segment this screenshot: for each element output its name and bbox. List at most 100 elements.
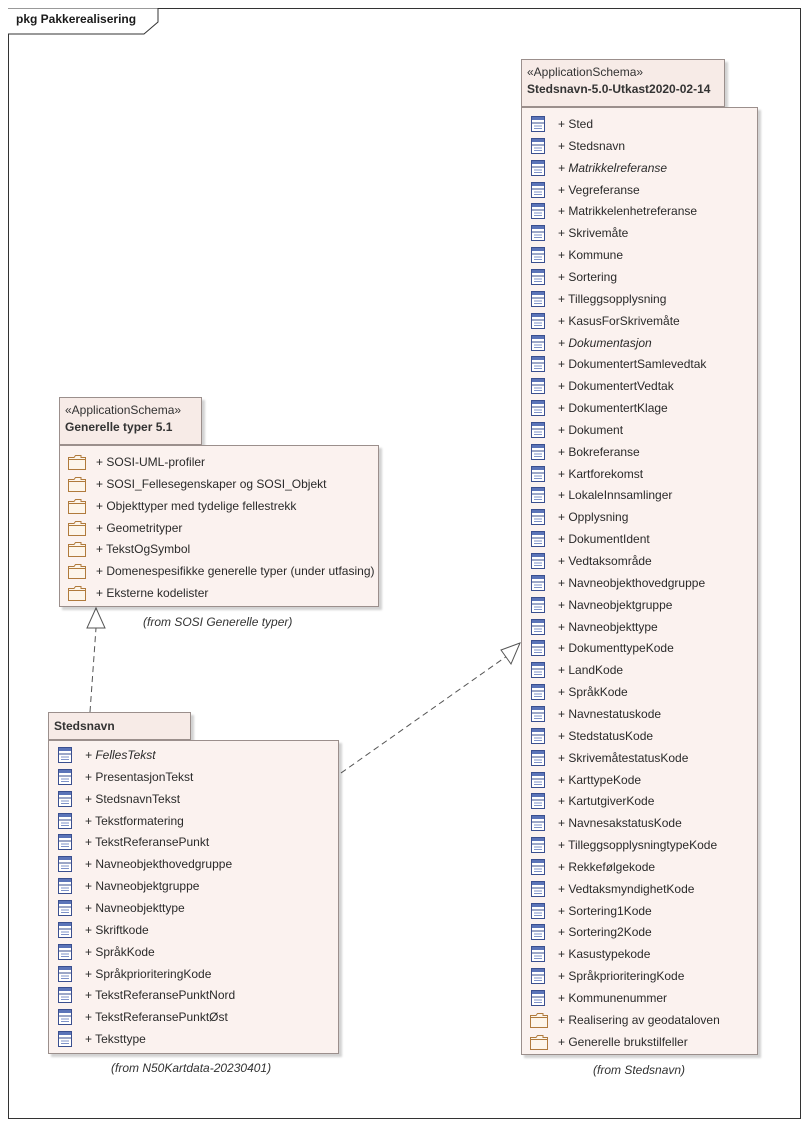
class-icon <box>57 856 73 873</box>
class-icon <box>57 899 73 916</box>
class-icon <box>530 924 546 941</box>
class-icon <box>530 968 546 985</box>
package-name: Stedsnavn <box>54 719 115 733</box>
item-label: + Sortering2Kode <box>558 925 652 940</box>
item-label: + Navneobjektgruppe <box>85 879 200 894</box>
class-icon <box>57 965 73 982</box>
folder-icon <box>68 520 86 536</box>
item-label: + Bokreferanse <box>558 444 640 459</box>
package-body-stedsnavn-schema: + Sted+ Stedsnavn+ Matrikkelreferanse+ V… <box>521 107 758 1055</box>
item-label: + PresentasjonTekst <box>85 769 194 784</box>
item-label: + TekstReferansePunkt <box>85 835 210 850</box>
item-label: + NavnesakstatusKode <box>558 816 682 831</box>
item-label: + Kommunenummer <box>558 991 668 1005</box>
item-label: + Navneobjekthovedgruppe <box>558 575 706 590</box>
package-tab-stedsnavn-schema[interactable]: «ApplicationSchema» Stedsnavn-5.0-Utkast… <box>521 59 725 107</box>
item-label: + SOSI-UML-profiler <box>96 455 206 469</box>
from-note: (from SOSI Generelle typer) <box>143 615 293 629</box>
item-label: + StedsnavnTekst <box>85 791 181 806</box>
class-icon <box>530 465 546 482</box>
class-icon <box>530 312 546 329</box>
item-label: + Eksterne kodelister <box>96 586 209 601</box>
class-icon <box>530 137 546 154</box>
class-icon <box>530 159 546 176</box>
frame-label: pkg Pakkerealisering <box>16 12 137 26</box>
class-icon <box>530 640 546 657</box>
class-icon <box>530 378 546 395</box>
class-icon <box>530 334 546 351</box>
class-icon <box>57 943 73 960</box>
class-icon <box>57 812 73 829</box>
item-label: + Geometrityper <box>96 520 183 535</box>
realization-to-generelle-typer[interactable] <box>86 606 106 713</box>
class-icon <box>530 684 546 701</box>
package-body-stedsnavn-n50: + FellesTekst+ PresentasjonTekst+ Stedsn… <box>48 740 339 1054</box>
item-label: + SpråkprioriteringKode <box>558 969 685 984</box>
class-icon <box>57 1009 73 1026</box>
item-label: + Dokument <box>558 422 624 437</box>
item-label: + Navneobjekthovedgruppe <box>85 857 233 872</box>
item-label: + VedtaksmyndighetKode <box>558 881 695 896</box>
folder-icon <box>68 563 86 580</box>
diagram-frame <box>8 8 801 1119</box>
item-label: + SpråkKode <box>558 685 628 700</box>
folder-icon <box>68 541 86 558</box>
item-label: + Navneobjektgruppe <box>558 597 673 612</box>
frame-tab <box>8 8 159 35</box>
class-icon <box>57 921 73 938</box>
item-label: + Domenespesifikke generelle typer (unde… <box>96 564 375 579</box>
stereotype-label: «ApplicationSchema» <box>65 403 182 417</box>
class-icon <box>530 771 546 788</box>
class-icon <box>530 705 546 722</box>
class-icon <box>530 837 546 854</box>
class-icon <box>530 116 546 132</box>
class-icon <box>530 793 546 810</box>
package-name: Stedsnavn-5.0-Utkast2020-02-14 <box>527 82 711 96</box>
item-label: + DokumentIdent <box>558 532 650 547</box>
class-icon <box>530 902 546 919</box>
item-label: + DokumentertVedtak <box>558 379 674 394</box>
class-icon <box>530 531 546 548</box>
class-icon <box>530 596 546 613</box>
package-tab-generelle-typer[interactable]: «ApplicationSchema» Generelle typer 5.1 <box>59 397 202 445</box>
class-icon <box>530 421 546 438</box>
item-label: + Stedsnavn <box>558 138 626 153</box>
item-label: + KarttypeKode <box>558 772 642 787</box>
class-icon <box>530 618 546 635</box>
item-label: + DokumentertSamlevedtak <box>558 357 707 372</box>
item-label: + Navneobjekttype <box>85 900 185 915</box>
item-label: + StedstatusKode <box>558 728 654 743</box>
package-name: Generelle typer 5.1 <box>65 420 173 434</box>
item-label: + DokumentertKlage <box>558 401 668 416</box>
item-label: + SOSI_Fellesegenskaper og SOSI_Objekt <box>96 476 327 491</box>
item-label: + Kommune <box>558 248 624 263</box>
item-label: + Sortering1Kode <box>558 903 652 918</box>
item-label: + Sted <box>558 117 594 131</box>
item-label: + Rekkefølgekode <box>558 859 656 874</box>
item-label: + KasusForSkrivemåte <box>558 313 680 328</box>
item-label: + Tilleggsopplysning <box>558 291 667 306</box>
class-icon <box>530 858 546 875</box>
folder-icon <box>68 454 86 470</box>
folder-icon <box>530 1034 548 1050</box>
class-icon <box>530 247 546 264</box>
item-label: + TekstReferansePunktNord <box>85 988 236 1003</box>
item-label: + Skrivemåte <box>558 226 629 241</box>
item-label: + SpråkKode <box>85 944 155 959</box>
class-icon <box>530 443 546 460</box>
class-icon <box>530 356 546 373</box>
realization-to-stedsnavn-schema[interactable] <box>340 642 521 774</box>
class-icon <box>57 878 73 895</box>
item-label: + TekstReferansePunktØst <box>85 1010 228 1025</box>
folder-icon <box>68 498 86 514</box>
class-icon <box>530 400 546 417</box>
item-label: + SpråkprioriteringKode <box>85 966 212 981</box>
class-icon <box>57 768 73 785</box>
class-icon <box>530 268 546 285</box>
folder-icon <box>530 1012 548 1028</box>
class-icon <box>530 290 546 307</box>
package-tab-stedsnavn-n50[interactable]: Stedsnavn <box>48 712 191 740</box>
item-label: + Teksttype <box>85 1032 146 1047</box>
item-label: + Kasustypekode <box>558 947 651 962</box>
